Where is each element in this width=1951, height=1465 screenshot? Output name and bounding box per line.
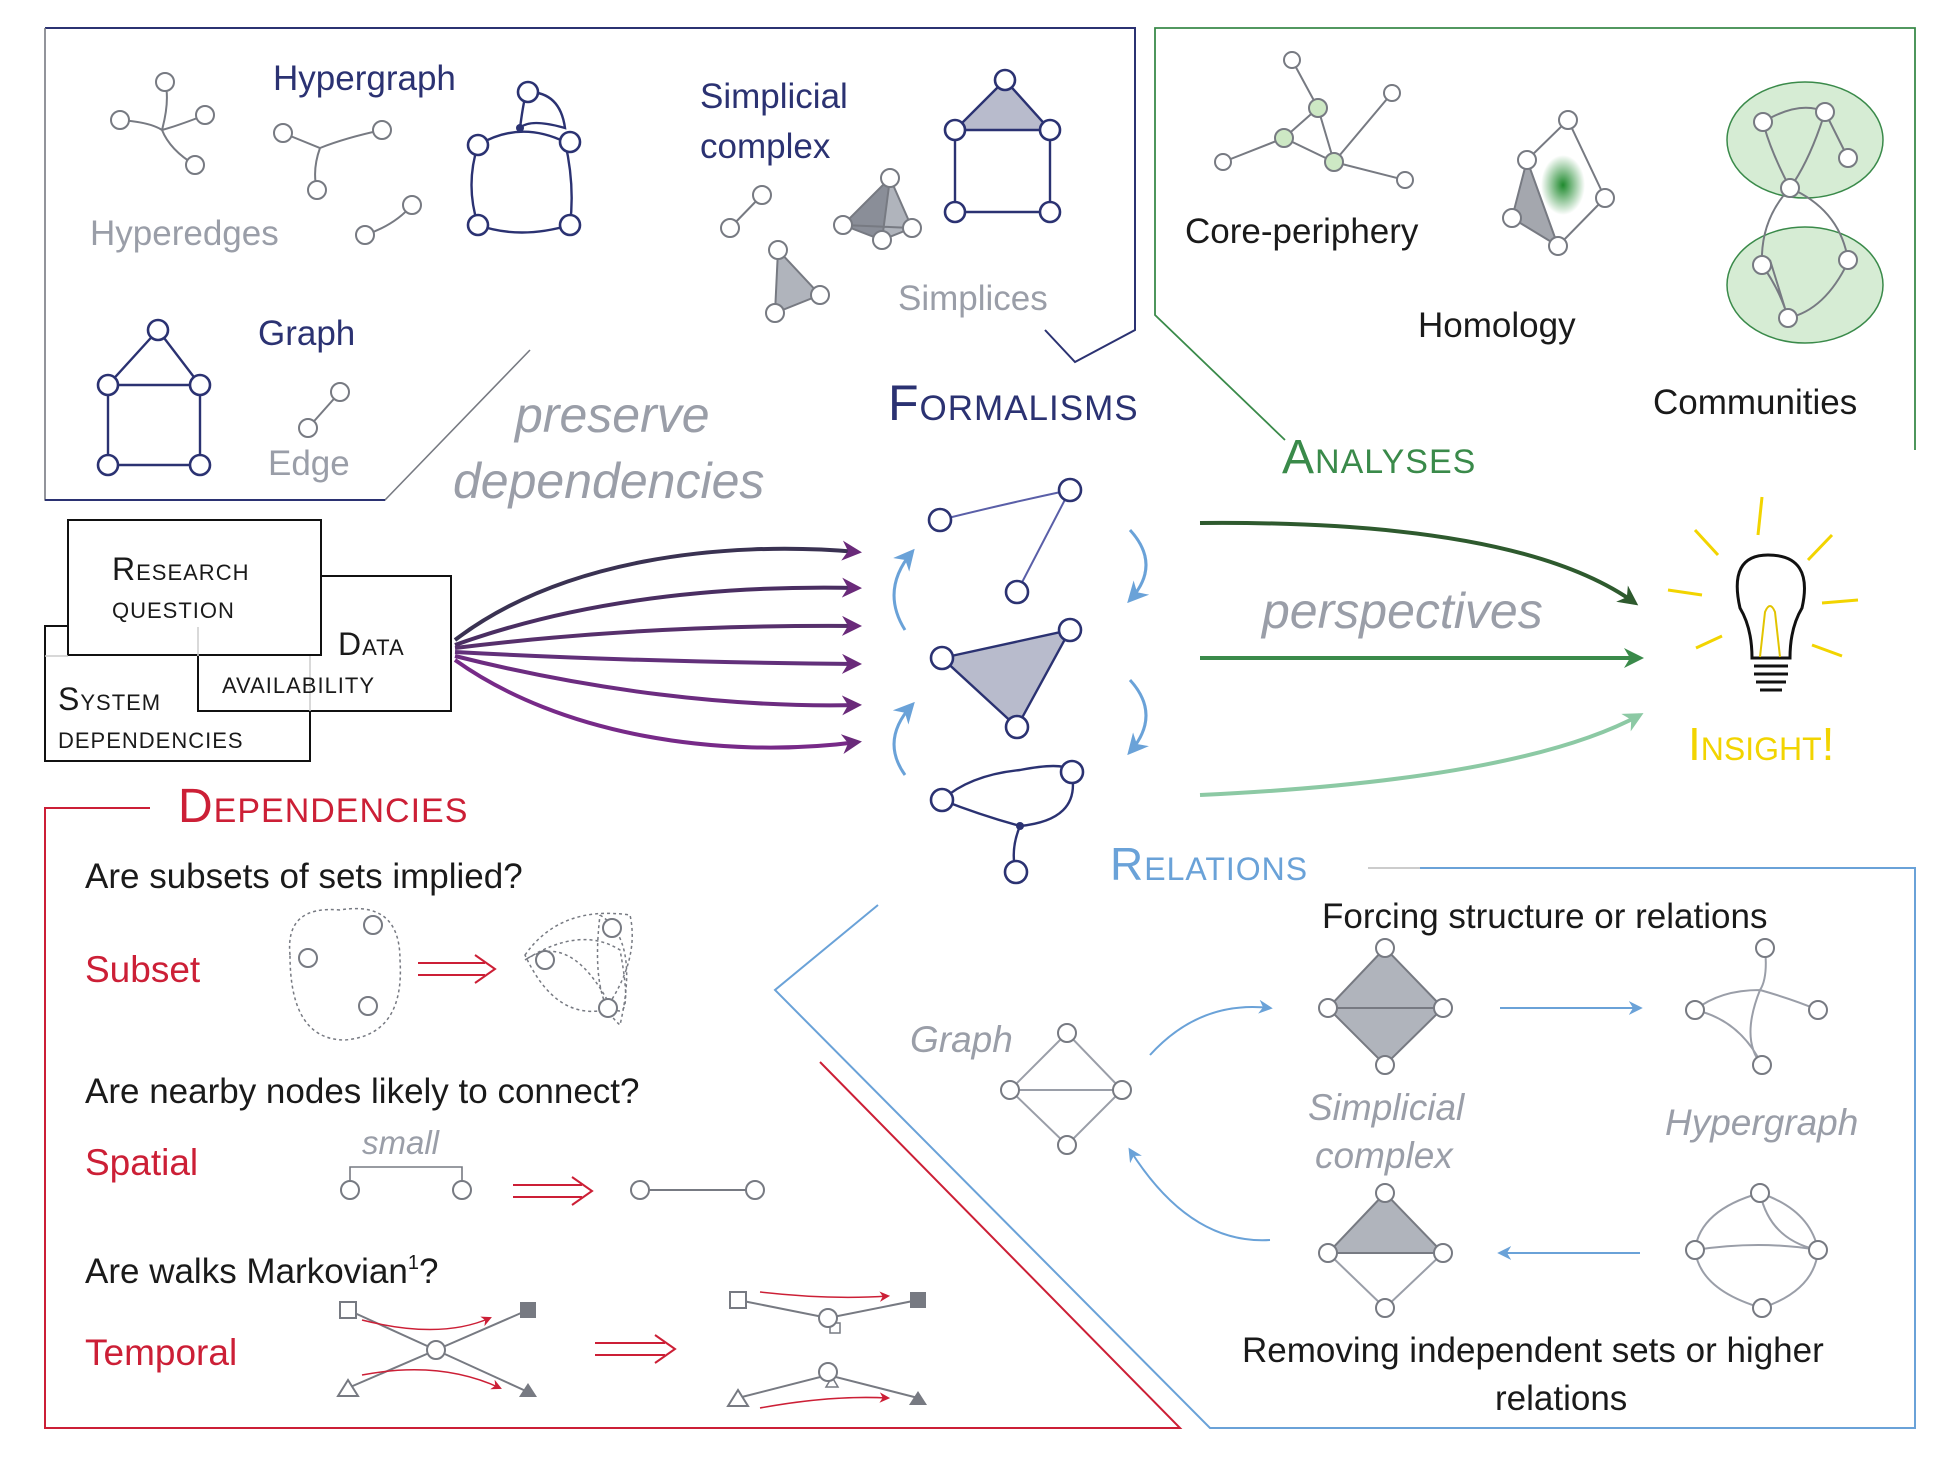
temporal-after-icon (726, 1291, 927, 1409)
relations-arrows (1128, 999, 1643, 1260)
hyperedges-label: Hyperedges (90, 214, 279, 253)
temporal-before-icon (336, 1301, 537, 1397)
insight-label: Insight! (1688, 718, 1834, 770)
simplicial-complex-label-1: Simplicial (700, 77, 848, 116)
relations-hypergraph-label: Hypergraph (1665, 1102, 1858, 1143)
simplices-label: Simplices (898, 279, 1048, 318)
core-periphery-icon (1214, 51, 1414, 189)
edge-label: Edge (268, 444, 350, 483)
forcing-label: Forcing structure or relations (1322, 897, 1767, 936)
graph-edge-icon (298, 382, 350, 438)
subset-after-icon (524, 912, 633, 1027)
analyses-panel-border (1154, 27, 1916, 450)
dependencies-panel-border (44, 807, 1183, 1429)
removing-label-2: relations (1495, 1379, 1627, 1418)
analyses-arrow-bottom (1199, 713, 1644, 797)
center-graph-icon (927, 477, 1083, 605)
relations-graph-label: Graph (910, 1019, 1013, 1060)
center-simplex-icon (929, 617, 1083, 740)
formalisms-panel-border (45, 27, 1136, 364)
question-spatial: Are nearby nodes likely to connect? (85, 1072, 640, 1111)
relations-simplex-full-icon (1318, 938, 1453, 1075)
communities-icon (1726, 81, 1884, 344)
simplex-edge-icon (720, 185, 772, 238)
system-label-2: dependencies (58, 719, 244, 755)
formalisms-panel-border-left (44, 28, 531, 501)
simplex-triangle-icon (765, 240, 830, 323)
homology-icon (1502, 110, 1615, 256)
subset-before-icon (288, 907, 402, 1041)
research-label-2: question (112, 589, 235, 625)
core-periphery-label: Core-periphery (1185, 212, 1419, 251)
data-label-1: Data (338, 626, 405, 662)
relations-graph-icon (1000, 1023, 1132, 1155)
hyperedge-1-icon (355, 195, 422, 245)
spatial-implies-arrow (513, 1176, 594, 1206)
relations-title: Relations (1110, 838, 1308, 890)
center-cycle-arrows (892, 528, 1150, 776)
relations-panel-border (773, 867, 1916, 1429)
temporal-label: Temporal (85, 1332, 237, 1373)
removing-label-1: Removing independent sets or higher (1242, 1331, 1824, 1370)
hypergraph-icon (466, 80, 582, 237)
dependencies-title: Dependencies (178, 780, 468, 833)
homology-label: Homology (1418, 306, 1576, 345)
spatial-label: Spatial (85, 1142, 198, 1183)
relations-simplex-partial-icon (1318, 1183, 1453, 1318)
hypergraph-label: Hypergraph (273, 59, 456, 98)
graph-house-icon (96, 318, 212, 477)
subset-implies-arrow (418, 954, 497, 984)
relations-simplicial-label-1: Simplicial (1308, 1087, 1466, 1128)
simplicial-complex-label-2: complex (700, 127, 831, 166)
dependencies-flow-label: dependencies (453, 453, 764, 509)
research-question-box (67, 519, 322, 656)
relations-hypergraph-top-icon (1685, 938, 1828, 1075)
dependency-fan-arrows (453, 540, 862, 754)
graph-label: Graph (258, 314, 355, 353)
analyses-arrow-top (1199, 520, 1639, 606)
lightbulb-icon (1667, 496, 1859, 692)
small-label: small (362, 1124, 441, 1161)
spatial-before-icon (340, 1166, 472, 1200)
hyperedge-3-icon (110, 72, 215, 175)
question-temporal: Are walks Markovian1? (85, 1252, 438, 1291)
system-label-1: System (58, 681, 161, 717)
relations-hypergraph-bottom-icon (1685, 1183, 1828, 1318)
spatial-after-icon (630, 1180, 765, 1200)
hyperedge-2-icon (273, 120, 392, 200)
data-label-2: availability (222, 664, 375, 700)
simplex-tetra-icon (833, 168, 922, 250)
communities-label: Communities (1653, 383, 1857, 422)
simplicial-house-icon (943, 68, 1062, 224)
analyses-title: Analyses (1282, 431, 1476, 484)
perspectives-label: perspectives (1260, 583, 1543, 639)
formalisms-title: Formalisms (888, 375, 1139, 431)
subset-label: Subset (85, 949, 201, 990)
center-hypergraph-icon (929, 759, 1085, 885)
relations-simplicial-label-2: complex (1315, 1135, 1454, 1176)
research-label-1: Research (112, 551, 249, 587)
preserve-label: preserve (513, 387, 710, 443)
question-subset: Are subsets of sets implied? (85, 857, 523, 896)
temporal-implies-arrow (595, 1334, 677, 1364)
